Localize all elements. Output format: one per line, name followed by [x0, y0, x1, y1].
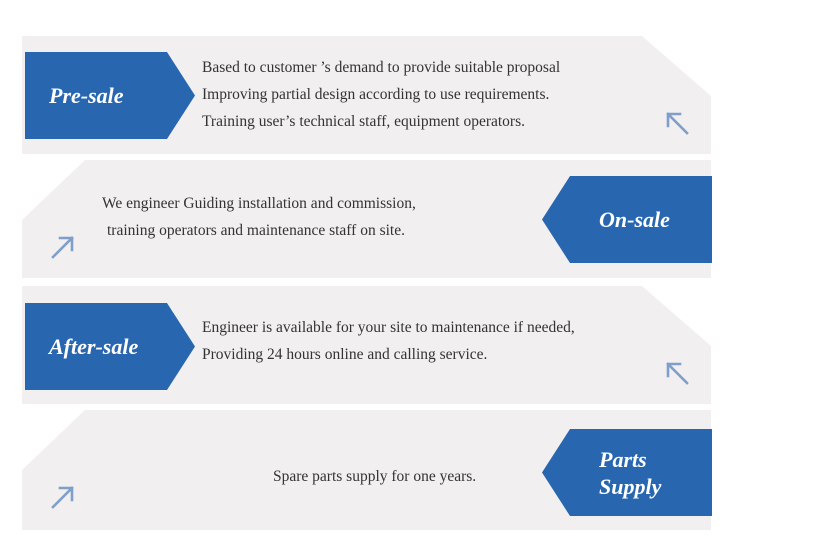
arrow-up-left-icon	[666, 112, 689, 135]
aftersale-line-2: Providing 24 hours online and calling se…	[202, 346, 488, 363]
aftersale-tag: After-sale	[25, 303, 195, 390]
arrow-up-left-icon	[666, 362, 689, 385]
parts-supply-title-line-1: Parts	[599, 446, 647, 472]
arrow-up-right-icon	[51, 486, 74, 509]
parts-supply-tag: Parts Supply	[542, 429, 712, 516]
onsale-line-1: We engineer Guiding installation and com…	[102, 195, 416, 212]
onsale-title: On-sale	[599, 206, 670, 232]
parts-supply-title-line-2: Supply	[599, 473, 662, 499]
aftersale-description: Engineer is available for your site to m…	[202, 314, 575, 368]
presale-tag: Pre-sale	[25, 52, 195, 139]
arrow-up-right-icon	[51, 236, 74, 259]
aftersale-title: After-sale	[49, 333, 139, 359]
onsale-tag: On-sale	[542, 176, 712, 263]
presale-description: Based to customer ’s demand to provide s…	[202, 54, 560, 135]
parts-supply-line-1: Spare parts supply for one years.	[273, 468, 477, 485]
presale-line-3: Training user’s technical staff, equipme…	[202, 113, 525, 130]
presale-line-1: Based to customer ’s demand to provide s…	[202, 59, 561, 76]
onsale-line-2: training operators and maintenance staff…	[107, 222, 405, 239]
onsale-description: We engineer Guiding installation and com…	[102, 190, 416, 244]
presale-line-2: Improving partial design according to us…	[202, 86, 550, 103]
parts-supply-description: Spare parts supply for one years.	[273, 463, 476, 490]
aftersale-line-1: Engineer is available for your site to m…	[202, 319, 575, 336]
presale-title: Pre-sale	[49, 82, 124, 108]
parts-supply-title: Parts Supply	[599, 446, 661, 500]
